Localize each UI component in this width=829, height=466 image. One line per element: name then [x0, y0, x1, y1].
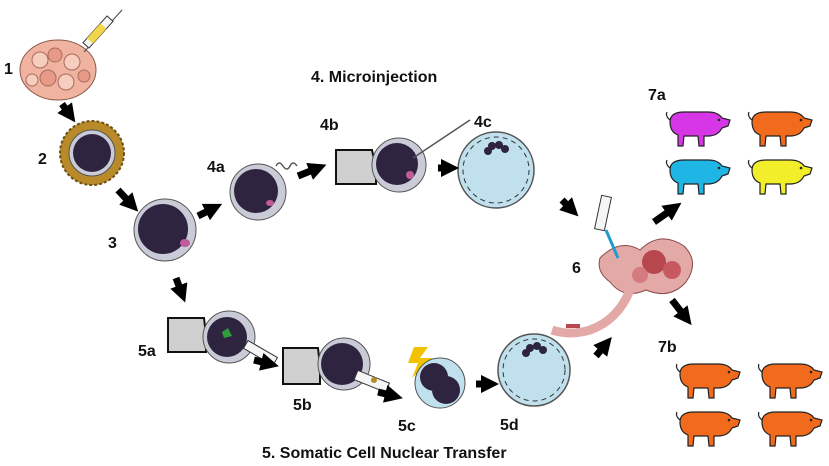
- fusion-5c: [408, 347, 466, 409]
- ovary-1: [19, 39, 97, 101]
- enucleation-5a: [167, 310, 279, 367]
- pig-icon: [747, 111, 813, 147]
- micropipette-icon: [412, 119, 471, 159]
- oocyte-4a: [229, 162, 298, 221]
- cumulus-oocyte-2: [59, 120, 125, 186]
- arrow-3-5a: [170, 276, 188, 303]
- label-step-3: 3: [108, 235, 117, 252]
- arrow-5d-6: [593, 337, 612, 359]
- arrow-5a-5b: [253, 352, 279, 371]
- label-step-4c: 4c: [474, 114, 492, 131]
- microinjection-4b: [335, 119, 471, 193]
- label-step-7b: 7b: [658, 339, 677, 356]
- pig-icon: [665, 111, 731, 147]
- pig-icon: [757, 411, 823, 447]
- pig-icon: [665, 159, 731, 195]
- arrow-1-2: [57, 101, 76, 123]
- label-step-2: 2: [38, 151, 47, 168]
- embryo-5d: [497, 333, 571, 407]
- arrow-6-7a: [651, 202, 682, 225]
- transfer-catheter-icon: [593, 194, 613, 232]
- arrow-6-7b: [669, 297, 692, 326]
- label-step-5a: 5a: [138, 343, 156, 360]
- pigs-7b: [675, 363, 823, 447]
- arrow-5b-5c: [377, 384, 403, 403]
- arrow-4c-6: [559, 197, 579, 217]
- lightning-icon: [408, 347, 432, 378]
- label-step-6: 6: [572, 260, 581, 277]
- nuclear-transfer-5b: [282, 337, 391, 394]
- sperm-icon: [275, 162, 298, 170]
- label-step-4a: 4a: [207, 159, 225, 176]
- label-step-4b: 4b: [320, 117, 339, 134]
- label-step-1: 1: [4, 61, 13, 78]
- pig-icon: [747, 159, 813, 195]
- pig-icon: [675, 363, 741, 399]
- arrow-2-3: [115, 187, 139, 212]
- arrow-4a-4b: [296, 162, 327, 180]
- pig-icon: [757, 363, 823, 399]
- label-step-5b: 5b: [293, 397, 312, 414]
- label-step-7a: 7a: [648, 87, 666, 104]
- scnt-title: 5. Somatic Cell Nuclear Transfer: [262, 445, 507, 462]
- holding-pipette-icon: [335, 149, 377, 185]
- pig-icon: [675, 411, 741, 447]
- oocyte-3: [133, 198, 197, 262]
- microinjection-title: 4. Microinjection: [311, 69, 437, 86]
- flow-arrows: [57, 101, 692, 403]
- pigs-7a: [665, 111, 813, 195]
- embryo-4c: [457, 131, 535, 209]
- uterus-6: [550, 194, 693, 338]
- syringe-icon: [82, 9, 123, 53]
- label-step-5d: 5d: [500, 417, 519, 434]
- arrow-3-4a: [196, 203, 223, 221]
- label-step-5c: 5c: [398, 418, 416, 435]
